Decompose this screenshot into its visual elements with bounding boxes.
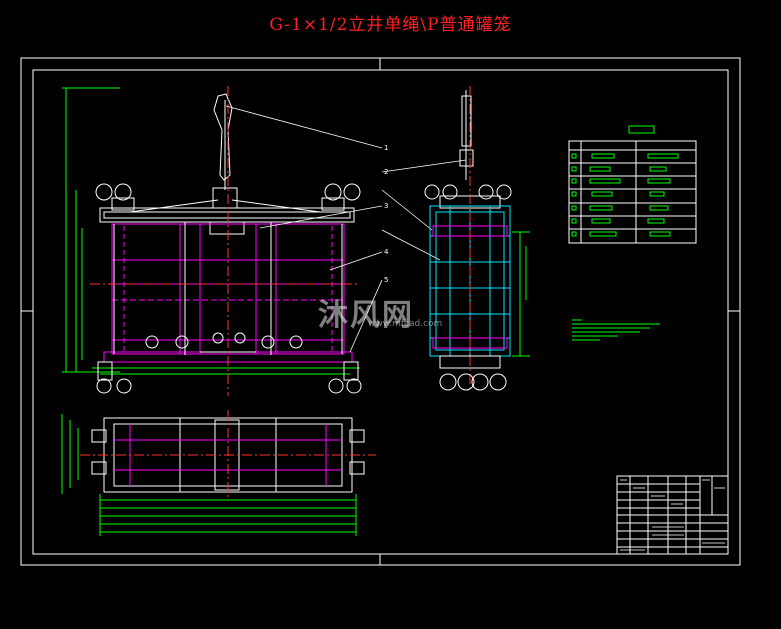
title-block-text xyxy=(620,479,725,551)
callout-number: 2 xyxy=(384,168,388,176)
parts-list-table xyxy=(568,125,697,244)
callout-number: 1 xyxy=(384,144,388,152)
callout-number: 4 xyxy=(384,248,389,256)
callout-number: 3 xyxy=(384,202,388,210)
sheet-border xyxy=(20,57,741,566)
side-view-cage xyxy=(424,86,530,392)
title-block xyxy=(616,475,729,555)
plan-view-cage xyxy=(61,410,376,536)
callout-leaders xyxy=(225,105,467,353)
callout-numbers: 1 2 3 4 5 xyxy=(384,144,389,284)
callout-number: 5 xyxy=(384,276,388,284)
drawing-title: G-1×1/2立井单绳\P普通罐笼 xyxy=(269,15,512,35)
watermark-url: www.mfcad.com xyxy=(368,319,443,329)
watermark-logo: 沐风网 xyxy=(318,298,414,333)
front-view-cage xyxy=(62,86,362,396)
technical-notes xyxy=(572,319,660,341)
